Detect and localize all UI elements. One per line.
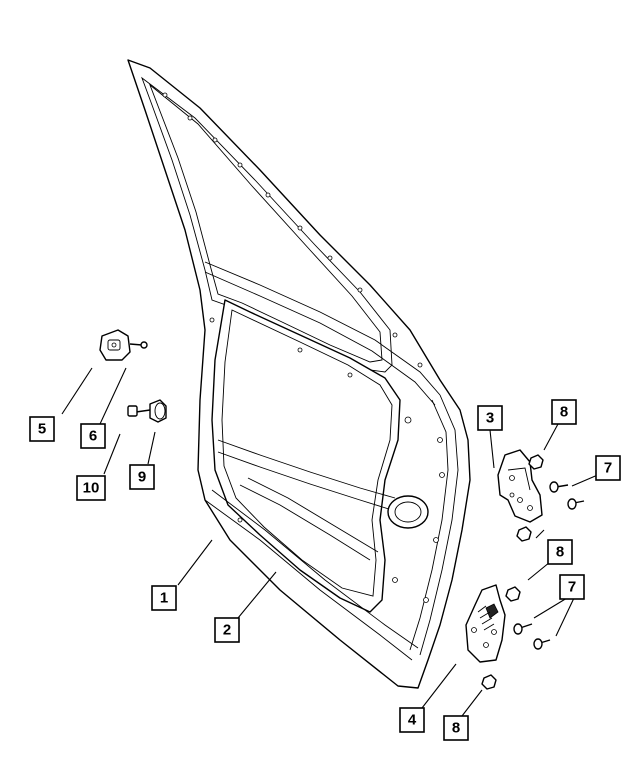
callout-label-8-top: 8 xyxy=(560,404,568,421)
lower-hinge xyxy=(465,584,551,690)
callout-label-9: 9 xyxy=(138,469,146,486)
callout-3: 3 xyxy=(477,405,503,431)
door-shell xyxy=(127,59,471,689)
callout-label-4: 4 xyxy=(408,712,417,729)
callout-label-1: 1 xyxy=(160,590,168,607)
callout-label-7-lower: 7 xyxy=(568,579,576,596)
callout-label-8-bottom: 8 xyxy=(452,720,460,737)
callout-label-5: 5 xyxy=(38,421,46,438)
callout-label-10: 10 xyxy=(83,480,100,497)
callout-7-lower: 7 xyxy=(559,574,585,600)
callout-label-6: 6 xyxy=(89,428,97,445)
callout-8-bottom: 8 xyxy=(443,715,469,741)
callout-7-upper: 7 xyxy=(595,455,621,481)
callout-label-3: 3 xyxy=(486,410,494,427)
callout-2: 2 xyxy=(214,617,240,643)
callout-8-middle: 8 xyxy=(547,539,573,565)
callout-label-2: 2 xyxy=(223,622,231,639)
callout-5: 5 xyxy=(29,416,55,442)
callout-label-7-upper: 7 xyxy=(604,460,612,477)
leader-lines xyxy=(61,367,601,717)
callout-4: 4 xyxy=(399,707,425,733)
callout-10: 10 xyxy=(76,475,106,501)
upper-hinge xyxy=(497,449,585,542)
callout-9: 9 xyxy=(129,464,155,490)
callout-1: 1 xyxy=(151,585,177,611)
callout-8-top: 8 xyxy=(551,399,577,425)
callout-label-8-middle: 8 xyxy=(556,544,564,561)
striker-assembly xyxy=(99,329,167,423)
callout-6: 6 xyxy=(80,423,106,449)
